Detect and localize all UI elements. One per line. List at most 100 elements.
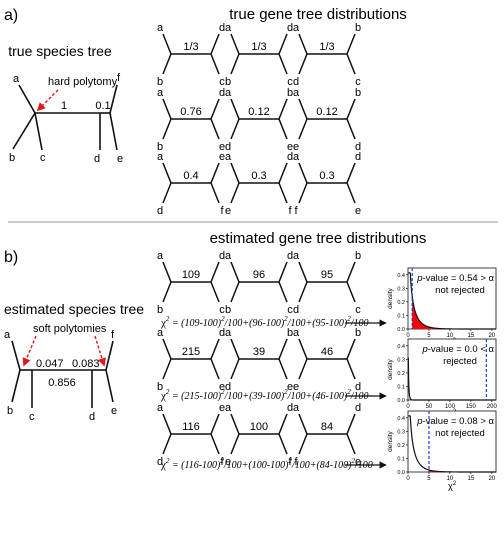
plot-frame (407, 338, 497, 401)
leaf-label: a (157, 327, 164, 339)
y-tick-label: 0.2 (397, 443, 405, 449)
leaf-label: b (287, 327, 293, 339)
plot-frame (407, 267, 497, 330)
branch-value: 46 (321, 346, 333, 358)
leaf-label: e (219, 141, 225, 153)
y-tick-label: 0.1 (397, 456, 405, 462)
leaf-label: d (225, 381, 231, 393)
leaf-label: d (157, 205, 163, 217)
leaf-label: e (219, 381, 225, 393)
leaf-label: a (293, 87, 300, 99)
est-leaf-d: d (89, 411, 95, 423)
est-leaf-b: b (7, 405, 13, 417)
y-tick-label: 0.4 (397, 344, 405, 350)
x-tick-label: 15 (468, 476, 475, 482)
leaf-label: f (220, 205, 224, 217)
panel-b-heading: estimated gene tree distributions (210, 230, 427, 247)
soft-polytomy-arrow-right (94, 335, 107, 367)
density-plot: 0.00.10.20.30.405101520densityχ2p-value … (387, 267, 497, 348)
branch-value: 116 (182, 421, 200, 433)
leaf-label: f (220, 456, 224, 468)
true-edge-label-2: 0.1 (95, 100, 110, 112)
leaf-label: a (225, 87, 232, 99)
leaf-label: a (157, 402, 164, 414)
x-tick-label: 5 (427, 333, 431, 339)
leaf-label: e (287, 141, 293, 153)
chi-square-formula: χ2 = (215-100)2/100+(39-100)2/100+(46-10… (160, 388, 368, 402)
hard-polytomy-arrow (36, 89, 59, 112)
leaf-label: a (293, 250, 300, 262)
panel-a-heading: true gene tree distributions (229, 6, 407, 23)
est-leaf-c: c (29, 411, 35, 423)
x-tick-label: 0 (406, 404, 410, 410)
estimated-gene-tree: a b d e 215 (157, 327, 225, 393)
leaf-label: a (225, 250, 232, 262)
est-edge-label-2: 0.083 (72, 358, 100, 370)
soft-polytomies-label: soft polytomies (33, 323, 107, 335)
leaf-label: e (225, 456, 231, 468)
branch-value: 1/3 (183, 41, 198, 53)
density-curve (408, 272, 496, 330)
true-leaf-f: f (117, 72, 121, 84)
leaf-label: a (225, 327, 232, 339)
leaf-label: d (287, 151, 293, 163)
leaf-label: c (355, 76, 361, 88)
leaf-label: d (293, 76, 299, 88)
branch-value: 84 (321, 421, 333, 433)
leaf-label: e (293, 141, 299, 153)
x-tick-label: 5 (427, 476, 431, 482)
leaf-label: d (287, 402, 293, 414)
y-tick-label: 0.3 (397, 429, 405, 435)
leaf-label: e (293, 381, 299, 393)
leaf-label: a (293, 402, 300, 414)
leaf-label: d (355, 141, 361, 153)
branch-value: 100 (250, 421, 268, 433)
branch-value: 0.3 (319, 170, 334, 182)
verdict-label: rejected (443, 356, 477, 367)
x-tick-label: 15 (468, 333, 475, 339)
leaf-label: b (157, 381, 163, 393)
branch-value: 1/3 (251, 41, 266, 53)
leaf-label: c (219, 76, 225, 88)
true-edge-label-1: 1 (61, 100, 67, 112)
leaf-label: b (157, 76, 163, 88)
y-tick-label: 0.0 (397, 398, 405, 404)
y-tick-label: 0.2 (397, 300, 405, 306)
x-tick-label: 200 (487, 404, 498, 410)
leaf-label: d (219, 22, 225, 34)
leaf-label: f (294, 205, 298, 217)
x-tick-label: 0 (406, 476, 410, 482)
branch-value: 215 (182, 346, 200, 358)
rejection-area (412, 296, 496, 329)
leaf-label: a (157, 22, 164, 34)
panel-a-label: a) (4, 7, 18, 24)
density-plots: 0.00.10.20.30.405101520densityχ2p-value … (387, 267, 498, 491)
density-plot: 0.00.10.20.30.4050100150200densityχ2p-va… (387, 338, 498, 419)
branch-value: 1/3 (319, 41, 334, 53)
branch-value: 95 (321, 269, 333, 281)
leaf-label: d (287, 250, 293, 262)
branch-value: 0.4 (183, 170, 198, 182)
branch-value: 109 (182, 269, 200, 281)
est-edge-label-1: 0.047 (36, 358, 64, 370)
verdict-label: not rejected (435, 428, 485, 439)
x-tick-label: 20 (488, 333, 495, 339)
leaf-label: d (219, 327, 225, 339)
leaf-label: e (219, 402, 225, 414)
density-curve (407, 357, 496, 401)
est-leaf-f: f (111, 329, 115, 341)
leaf-label: d (157, 456, 163, 468)
leaf-label: d (355, 402, 361, 414)
leaf-label: d (219, 87, 225, 99)
x-tick-label: 50 (426, 404, 433, 410)
